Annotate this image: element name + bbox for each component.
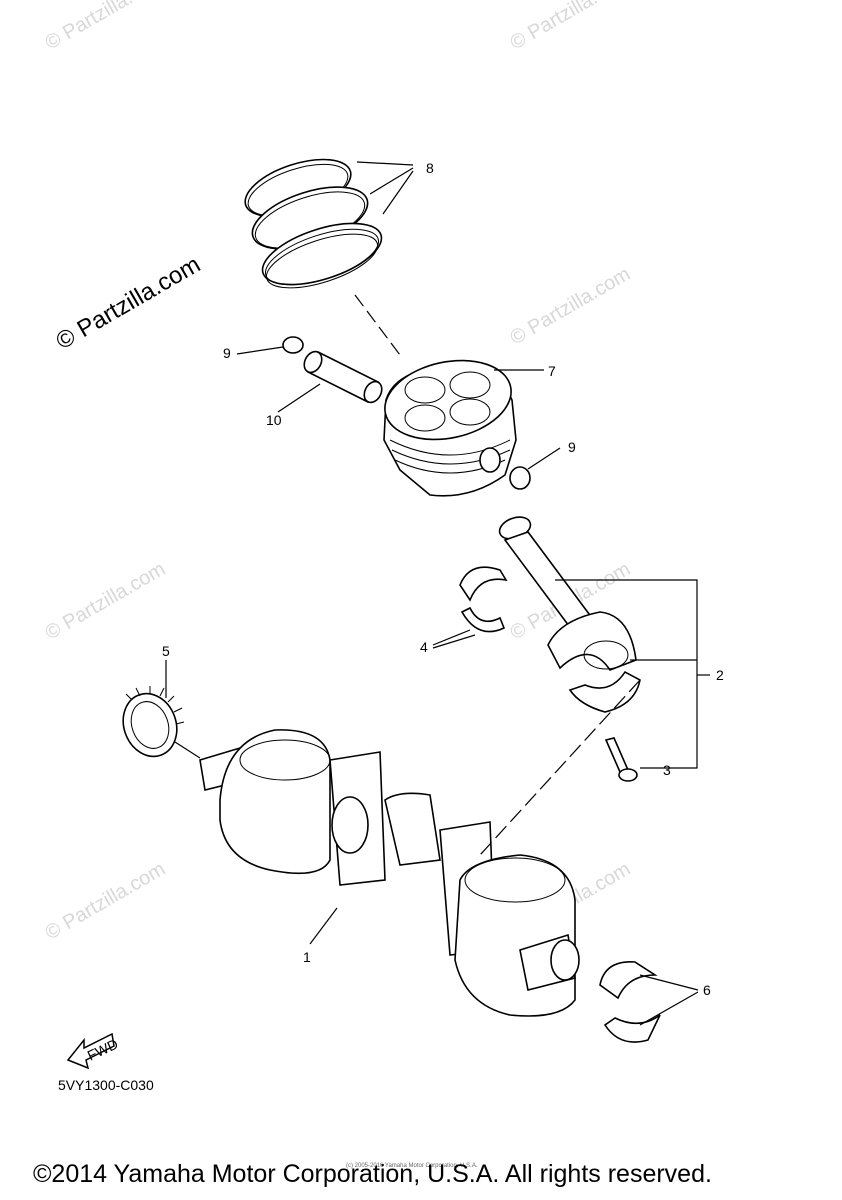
watermark: © Partzilla.com <box>507 0 635 54</box>
watermark-main: © Partzilla.com <box>52 251 206 355</box>
diagram-code: 5VY1300-C030 <box>58 1077 154 1093</box>
watermark: © Partzilla.com <box>42 858 170 944</box>
callout-4: 4 <box>420 639 428 655</box>
callout-6: 6 <box>703 982 711 998</box>
piston <box>383 359 517 497</box>
piston-pin <box>303 350 383 404</box>
crankshaft <box>199 729 580 1017</box>
rod-bolt <box>604 737 638 782</box>
watermark: © Partzilla.com <box>507 263 635 349</box>
fwd-label: FWD <box>85 1036 121 1064</box>
callout-5: 5 <box>162 643 170 659</box>
circlip-upper <box>282 336 304 354</box>
piston-rings <box>244 158 383 289</box>
callout-3: 3 <box>663 762 671 778</box>
conrod-bearings <box>459 566 508 633</box>
callout-1: 1 <box>303 949 311 965</box>
main-bearings <box>599 961 661 1043</box>
callout-10: 10 <box>266 412 282 428</box>
fwd-arrow-icon: FWD <box>66 1032 121 1070</box>
connecting-rod <box>498 516 641 713</box>
callout-7: 7 <box>548 363 556 379</box>
callout-9-lower: 9 <box>568 439 576 455</box>
fine-print: (c) 2005-2016 Yamaha Motor Corporation, … <box>346 1163 478 1169</box>
callout-8: 8 <box>426 160 434 176</box>
crank-gear <box>122 686 185 758</box>
watermark: © Partzilla.com <box>42 558 170 644</box>
callout-2: 2 <box>716 667 724 683</box>
watermark: © Partzilla.com <box>42 0 170 54</box>
copyright-notice: ©2014 Yamaha Motor Corporation, U.S.A. A… <box>33 1160 712 1188</box>
callout-9-upper: 9 <box>223 345 231 361</box>
circlip-lower <box>509 466 531 490</box>
